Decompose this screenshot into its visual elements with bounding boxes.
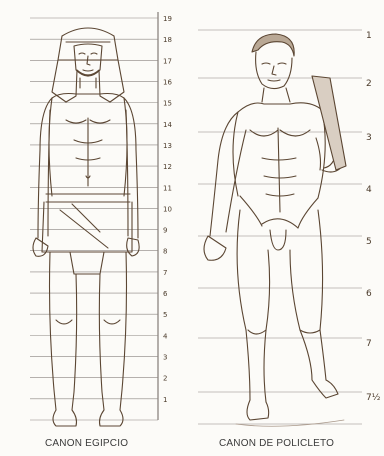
egyptian-scale-label: 12 [163,163,172,171]
polykleitos-scale-label: 3 [366,133,372,143]
egyptian-figure [33,28,139,426]
egyptian-scale-label: 17 [163,57,172,65]
doryphoros-figure [204,34,346,426]
caption-canon-egipcio: CANON EGIPCIO [45,438,128,449]
polykleitos-grid-lines [198,30,362,424]
egyptian-scale-label: 5 [163,311,167,319]
egyptian-canon: 19 18 17 16 15 14 13 12 11 10 9 8 7 6 5 4 3 2 1 [30,12,172,426]
egyptian-scale-label: 3 [163,354,167,362]
egyptian-scale-label: 8 [163,248,167,256]
egyptian-scale-label: 1 [163,396,167,404]
egyptian-scale-label: 7 [163,269,167,277]
egyptian-scale-label: 18 [163,36,172,44]
caption-canon-policleto: CANON DE POLICLETO [219,438,334,449]
egyptian-scale-label: 6 [163,290,168,298]
egyptian-grid-lines [30,18,158,420]
polykleitos-scale-label: 6 [366,289,372,299]
polykleitos-scale-numbers: 1 2 3 4 5 6 7 7½ [366,31,381,403]
polykleitos-scale-label: 2 [366,79,372,89]
polykleitos-scale-label: 5 [366,237,372,247]
egyptian-scale-label: 15 [163,100,172,108]
egyptian-scale-label: 14 [163,121,172,129]
egyptian-scale-label: 9 [163,227,167,235]
egyptian-scale-label: 19 [163,15,172,23]
polykleitos-scale-label: 7 [366,339,372,349]
egyptian-scale-label: 11 [163,184,172,192]
polykleitos-canon: 1 2 3 4 5 6 7 7½ [198,30,381,426]
egyptian-scale-label: 13 [163,142,172,150]
egyptian-scale-label: 16 [163,78,172,86]
egyptian-scale-label: 4 [163,332,168,340]
polykleitos-scale-label: 4 [366,185,372,195]
egyptian-scale-label: 2 [163,375,167,383]
egyptian-scale-label: 10 [163,205,172,213]
polykleitos-scale-label: 7½ [366,393,381,403]
egyptian-scale-numbers: 19 18 17 16 15 14 13 12 11 10 9 8 7 6 5 4 3 2 1 [163,15,172,404]
polykleitos-scale-label: 1 [366,31,372,41]
